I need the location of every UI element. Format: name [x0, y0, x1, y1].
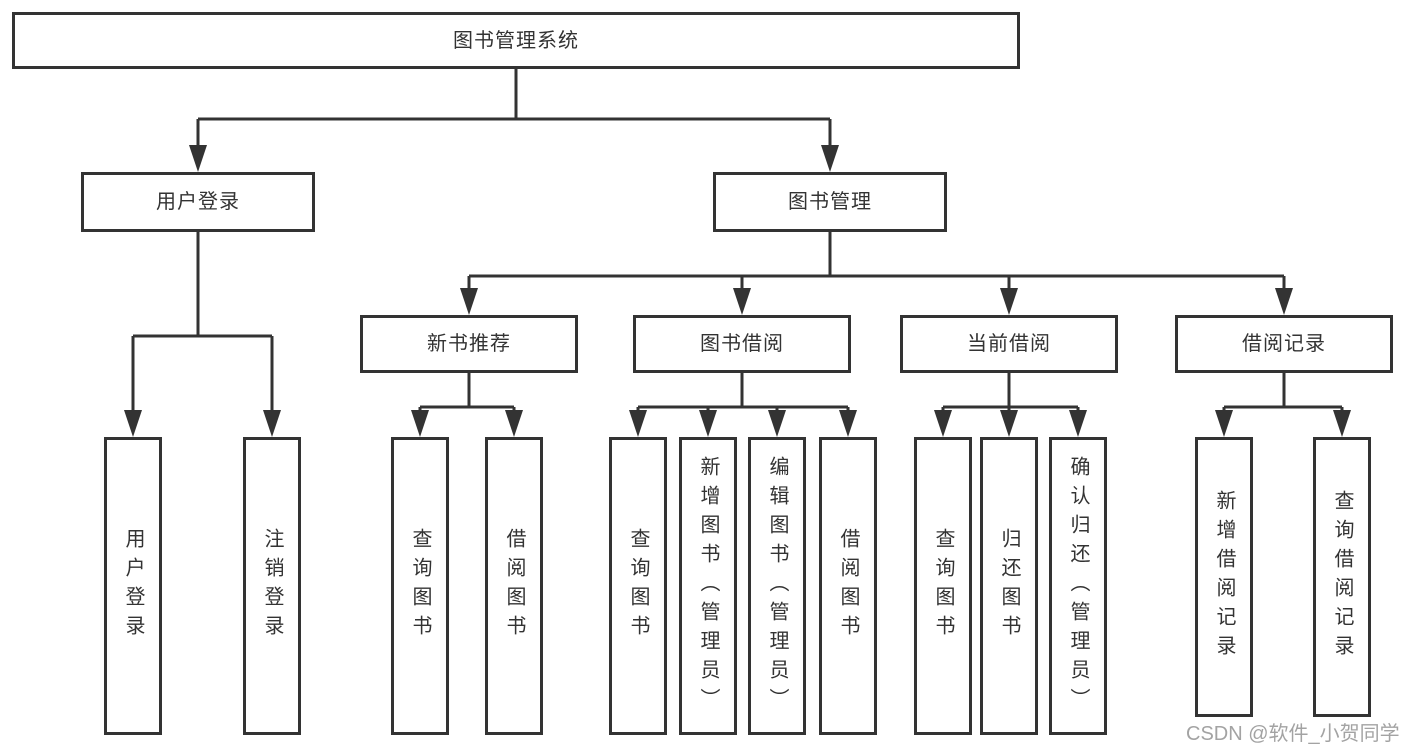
node-book-management: 图书管理 [713, 172, 947, 232]
node-current-borrowing: 当前借阅 [900, 315, 1118, 373]
node-book-management-label: 图书管理 [788, 191, 872, 213]
leaf-add-borrow-record-label: 新增借阅记录 [1213, 490, 1235, 664]
leaf-query-books-2-label: 查询图书 [627, 528, 649, 644]
node-root: 图书管理系统 [12, 12, 1020, 69]
leaf-query-books-3-label: 查询图书 [932, 528, 954, 644]
node-book-borrowing: 图书借阅 [633, 315, 851, 373]
node-user-login: 用户登录 [81, 172, 315, 232]
leaf-borrow-books-1: 借阅图书 [485, 437, 543, 735]
node-borrowing-records-label: 借阅记录 [1242, 333, 1326, 355]
leaf-return-books-label: 归还图书 [998, 528, 1020, 644]
leaf-query-borrow-record-label: 查询借阅记录 [1331, 490, 1353, 664]
leaf-return-books: 归还图书 [980, 437, 1038, 735]
leaf-query-books-1: 查询图书 [391, 437, 449, 735]
leaf-user-login: 用户登录 [104, 437, 162, 735]
leaf-query-borrow-record: 查询借阅记录 [1313, 437, 1371, 717]
leaf-query-books-3: 查询图书 [914, 437, 972, 735]
leaf-add-borrow-record: 新增借阅记录 [1195, 437, 1253, 717]
leaf-borrow-books-1-label: 借阅图书 [503, 528, 525, 644]
leaf-logout-label: 注销登录 [261, 528, 283, 644]
leaf-add-books-admin-label: 新增图书（管理员） [697, 455, 719, 717]
leaf-logout: 注销登录 [243, 437, 301, 735]
leaf-edit-books-admin: 编辑图书（管理员） [748, 437, 806, 735]
leaf-edit-books-admin-label: 编辑图书（管理员） [766, 455, 788, 717]
node-current-borrowing-label: 当前借阅 [967, 333, 1051, 355]
leaf-borrow-books-2-label: 借阅图书 [837, 528, 859, 644]
arrowheads [124, 145, 1351, 437]
csdn-watermark: CSDN @软件_小贺同学 [1186, 723, 1400, 745]
leaf-borrow-books-2: 借阅图书 [819, 437, 877, 735]
node-book-borrowing-label: 图书借阅 [700, 333, 784, 355]
leaf-add-books-admin: 新增图书（管理员） [679, 437, 737, 735]
leaf-query-books-2: 查询图书 [609, 437, 667, 735]
node-root-label: 图书管理系统 [453, 29, 579, 52]
node-new-book-recommendation-label: 新书推荐 [427, 333, 511, 355]
node-borrowing-records: 借阅记录 [1175, 315, 1393, 373]
node-new-book-recommendation: 新书推荐 [360, 315, 578, 373]
node-user-login-label: 用户登录 [156, 191, 240, 213]
leaf-query-books-1-label: 查询图书 [409, 528, 431, 644]
leaf-confirm-return-admin-label: 确认归还（管理员） [1067, 455, 1089, 717]
leaf-user-login-label: 用户登录 [122, 528, 144, 644]
leaf-confirm-return-admin: 确认归还（管理员） [1049, 437, 1107, 735]
